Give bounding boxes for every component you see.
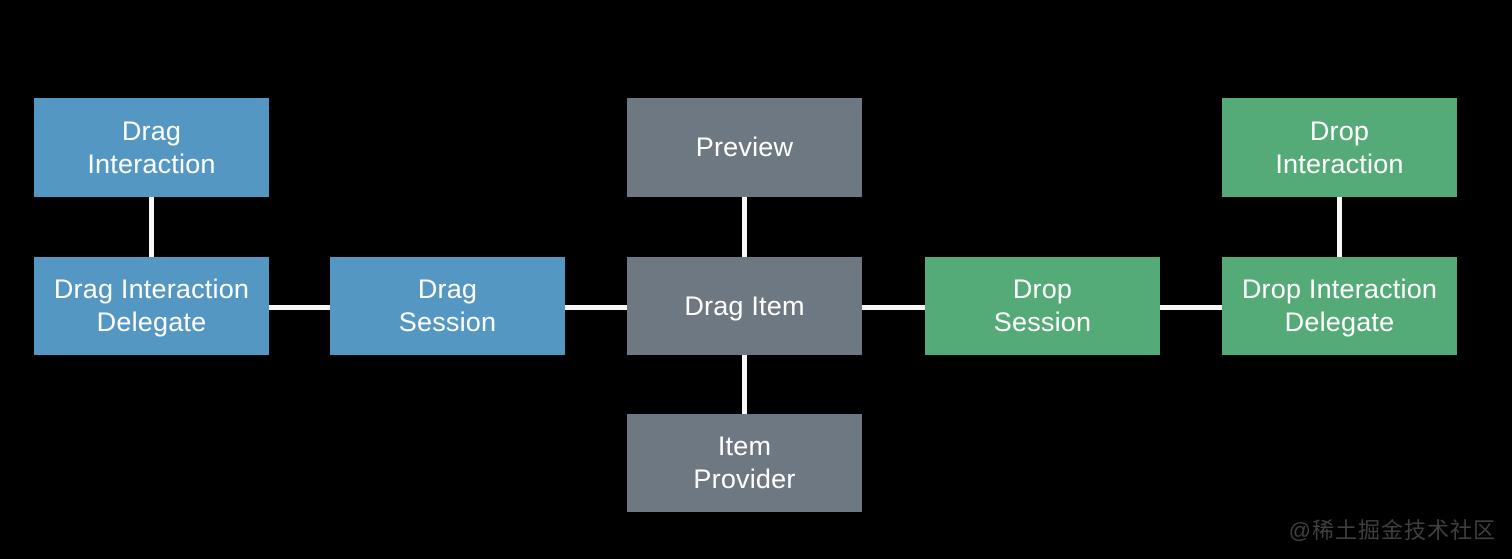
connector-drop-session-to-delegate <box>1158 305 1224 310</box>
node-drop-session: Drop Session <box>925 257 1160 355</box>
node-drop-interaction: Drop Interaction <box>1222 98 1457 197</box>
connector-drop-interaction-to-delegate <box>1337 197 1342 257</box>
node-label-line: Preview <box>695 132 794 162</box>
node-label-line: Drag Item <box>684 290 805 321</box>
node-preview: Preview <box>627 98 862 197</box>
node-item-provider: Item Provider <box>627 414 862 512</box>
node-label-line: Interaction <box>1275 148 1404 179</box>
connector-drag-item-to-item-provider <box>742 353 747 415</box>
connector-drag-item-to-drop-session <box>860 305 927 310</box>
node-label-line: Drop <box>1012 274 1073 304</box>
node-label-line: Drag Interaction <box>53 274 250 304</box>
node-label-line: Interaction <box>87 148 216 179</box>
connector-drag-interaction-to-delegate <box>149 197 154 257</box>
node-label-line: Session <box>993 307 1092 337</box>
node-drop-interaction-delegate: Drop Interaction Delegate <box>1222 257 1457 355</box>
node-label-line: Provider <box>693 464 796 494</box>
watermark-text: @稀土掘金技术社区 <box>1288 518 1496 543</box>
node-drag-session: Drag Session <box>330 257 565 355</box>
node-label-line: Drop <box>1309 115 1370 146</box>
node-label-line: Delegate <box>96 307 207 337</box>
node-label-line: Session <box>398 307 497 337</box>
node-label-line: Drop Interaction <box>1241 274 1438 304</box>
connector-drag-session-to-drag-item <box>563 305 629 310</box>
node-drag-interaction: Drag Interaction <box>34 98 269 197</box>
node-label-line: Delegate <box>1284 307 1395 337</box>
node-label-line: Item <box>717 431 772 461</box>
node-drag-item: Drag Item <box>627 257 862 355</box>
connector-preview-to-drag-item <box>742 197 747 257</box>
node-label-line: Drag <box>121 115 182 146</box>
node-label-line: Drag <box>417 274 478 304</box>
node-drag-interaction-delegate: Drag Interaction Delegate <box>34 257 269 355</box>
connector-delegate-to-drag-session <box>266 305 332 310</box>
